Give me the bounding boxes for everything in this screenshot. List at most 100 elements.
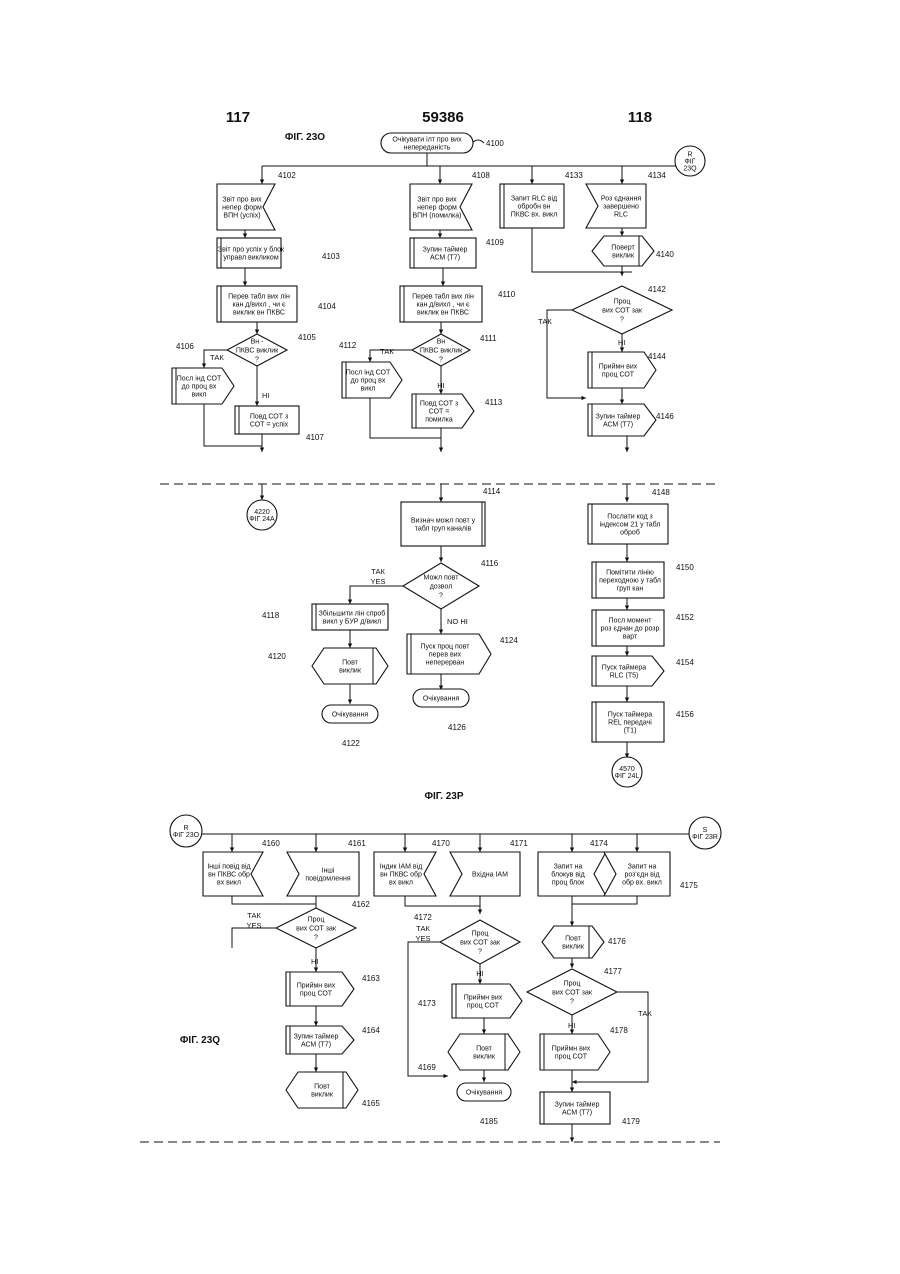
fig_o-b4146-line-1: АСМ (Т7) [603, 422, 633, 429]
fig_p-b4118-line-1: викл у БУР д/викл [323, 619, 382, 626]
fig_q-b4176-line-0: Повт [565, 936, 581, 943]
fig_p-c4220-line-1: ФІГ 24А [249, 516, 275, 523]
fig_o-b4110-line-1: кан д/вихл , чи є [416, 302, 469, 309]
fig-q-bus-6-arrowhead [635, 847, 639, 852]
fig-o-b4112-ref: 4112 [339, 341, 357, 350]
fig_o-b4140-line-1: виклик [612, 253, 635, 260]
fig_o-conn_r-line-2: 23Q [683, 166, 697, 173]
fig_q-b4164-line-1: АСМ (Т7) [301, 1042, 331, 1049]
fig_q-d4172-line-1: вих СОТ зак [460, 940, 501, 947]
fig_o-b4112-line-0: Посл інд СОТ [346, 369, 391, 377]
fig-q-g3-2-arrowhead [570, 1087, 574, 1092]
fig_p-t4122-ref: 4122 [342, 739, 360, 748]
fig_o-start-line-0: Очікувати ілт про вих [392, 136, 462, 144]
fig_p-b4156-line-0: Пуск таймера [608, 711, 652, 719]
fig_q-b4171-ref: 4171 [510, 839, 528, 848]
fig-o-yes-4105: ТАК [210, 353, 224, 362]
fig-o-b1-arrowhead [438, 233, 442, 238]
fig_p-b4148-line-2: оброб [620, 529, 640, 537]
fig-o-bus-a-arrowhead [260, 179, 264, 184]
fig_q-b4160-line-1: вн ПКВС обр [208, 871, 250, 879]
fig_q-b4173-line-1: проц СОТ [467, 1003, 500, 1010]
fig_o-b4103-line-1: управл викликом [223, 255, 278, 262]
fig-q-bus-3-arrowhead [403, 847, 407, 852]
fig_o-b4140-ref: 4140 [656, 250, 674, 259]
fig_p-t4126-line-0: Очікування [423, 695, 460, 703]
fig_p-b4150-line-2: груп кан [617, 586, 644, 593]
fig_q-b4165-ref: 4165 [362, 1099, 380, 1108]
fig-p-yes [350, 586, 403, 604]
fig_p-b4124-line-0: Пуск проц повт [421, 644, 471, 651]
fig-o-bus-c-arrowhead [530, 179, 534, 184]
fig_o-b4109-line-1: АСМ (Т7) [430, 255, 460, 262]
fig_o-b4113-line-0: Повд СОТ з [420, 401, 458, 408]
fig_o-b4108-line-2: ВПН (помилка) [413, 213, 462, 220]
fig_o-b4144-ref: 4144 [648, 352, 666, 361]
fig_o-b4134-line-0: Роз єднання [601, 196, 641, 203]
fig_q-d4162-ref: 4162 [352, 900, 370, 909]
fig-p-left-down-arrowhead [260, 495, 264, 500]
fig_o-b4110-ref: 4110 [498, 290, 516, 299]
fig_q-b4164-line-0: Зупин таймер [294, 1033, 339, 1041]
fig_o-b4146-ref: 4146 [656, 412, 674, 421]
fig_o-b4108-line-1: непер форм [417, 205, 457, 212]
fig_p-b4152-line-0: Посл момент [609, 618, 653, 625]
fig_q-t4185-line-0: Очікування [466, 1089, 503, 1097]
fig_o-b4113-line-2: помилка [425, 417, 453, 424]
fig_o-b4107-line-1: СОТ = успіх [250, 421, 289, 429]
fig_o-b4108-ref: 4108 [472, 171, 490, 180]
fig_o-d4111-line-2: ? [439, 357, 443, 364]
fig-q-yes-4172-ua: ТАК [416, 924, 430, 933]
fig_o-b4102-line-2: ВПН (успіх) [223, 212, 260, 220]
fig-o-b4106-ref: 4106 [176, 342, 194, 351]
fig_o-d4105-line-1: ПКВС виклик [236, 348, 279, 355]
fig_o-d4111-line-1: ПКВС виклик [420, 348, 463, 355]
fig_q-b4164-ref: 4164 [362, 1026, 380, 1035]
fig_o-d4111-line-0: Вн [437, 339, 446, 346]
fig_p-b4118-line-0: Збільшити лін спроб [319, 610, 386, 618]
fig_q-b4171-line-0: Вхідна ІАМ [472, 871, 508, 879]
fig_o-b4113-ref: 4113 [485, 398, 503, 407]
fig_o-b4106-line-2: викл [192, 392, 207, 399]
fig_q-b4160-line-0: Інші повід від [207, 863, 250, 871]
fig_p-b4152-line-1: роз єднан до розр [601, 626, 660, 633]
fig_q-b4165-line-0: Повт [314, 1084, 330, 1091]
fig_q-conn_r-line-0: R [183, 825, 188, 832]
fig_p-c4570-line-0: 4570 [619, 766, 635, 773]
fig-p-r1-arrowhead [625, 557, 629, 562]
fig-p-r3-arrowhead [625, 651, 629, 656]
fig_q-d4172-line-2: ? [478, 949, 482, 956]
fig_q-b4173-ref: 4173 [418, 999, 436, 1008]
fig_o-b4106-line-1: до проц вх [182, 384, 217, 391]
fig_q-b4170-line-2: вх викл [389, 880, 413, 887]
fig_q-b4169-ref: 4169 [418, 1063, 436, 1072]
fig_o-d4142-line-1: вих СОТ зак [602, 308, 643, 315]
fig-q-no-4172: НІ [476, 969, 484, 978]
fig-o-no-4111: НІ [437, 381, 445, 390]
fig-q-g1-2-arrowhead [314, 1067, 318, 1072]
fig_q-conn_r-line-1: ФІГ 23О [173, 832, 200, 839]
fig_o-b4103-ref: 4103 [322, 252, 340, 261]
fig-o-bus-b-arrowhead [438, 179, 442, 184]
fig_p-b4154-line-1: RLC (Т5) [610, 673, 639, 680]
fig_q-b4178-line-1: проц СОТ [555, 1054, 588, 1061]
fig_o-d4142-ref: 4142 [648, 285, 666, 294]
fig_q-b4161-line-1: повідомлення [305, 875, 350, 883]
fig_o-b4133-ref: 4133 [565, 171, 583, 180]
fig_o-b4112-line-1: до проц вх [351, 378, 386, 385]
fig_q-d4162-line-1: вих СОТ зак [296, 926, 337, 933]
fig_p-b4148-line-0: Послати код з [607, 514, 652, 521]
fig-q-g3-join [572, 896, 637, 904]
fig_p-t4122-line-0: Очікування [332, 711, 369, 719]
fig_q-b4179-line-0: Зупин таймер [555, 1101, 600, 1109]
fig_q-b4170-ref: 4170 [432, 839, 450, 848]
fig-23o-title: ФІГ. 23О [285, 132, 325, 143]
fig-q-bus-1-arrowhead [230, 847, 234, 852]
fig_q-t4185-ref: 4185 [480, 1117, 498, 1126]
fig_p-b4150-line-0: Помітити лінію [606, 569, 654, 577]
fig_o-b4133-line-2: ПКВС вх. викл [511, 212, 558, 219]
fig-q-no-4177: НІ [568, 1021, 576, 1030]
fig_q-b4178-line-0: Приймн вих [552, 1045, 591, 1053]
flowchart-shapes: 11759386118ФІГ. 23ООчікувати ілт про вих… [170, 109, 721, 1126]
fig_p-b4150-line-1: переходною у табл [599, 577, 661, 585]
